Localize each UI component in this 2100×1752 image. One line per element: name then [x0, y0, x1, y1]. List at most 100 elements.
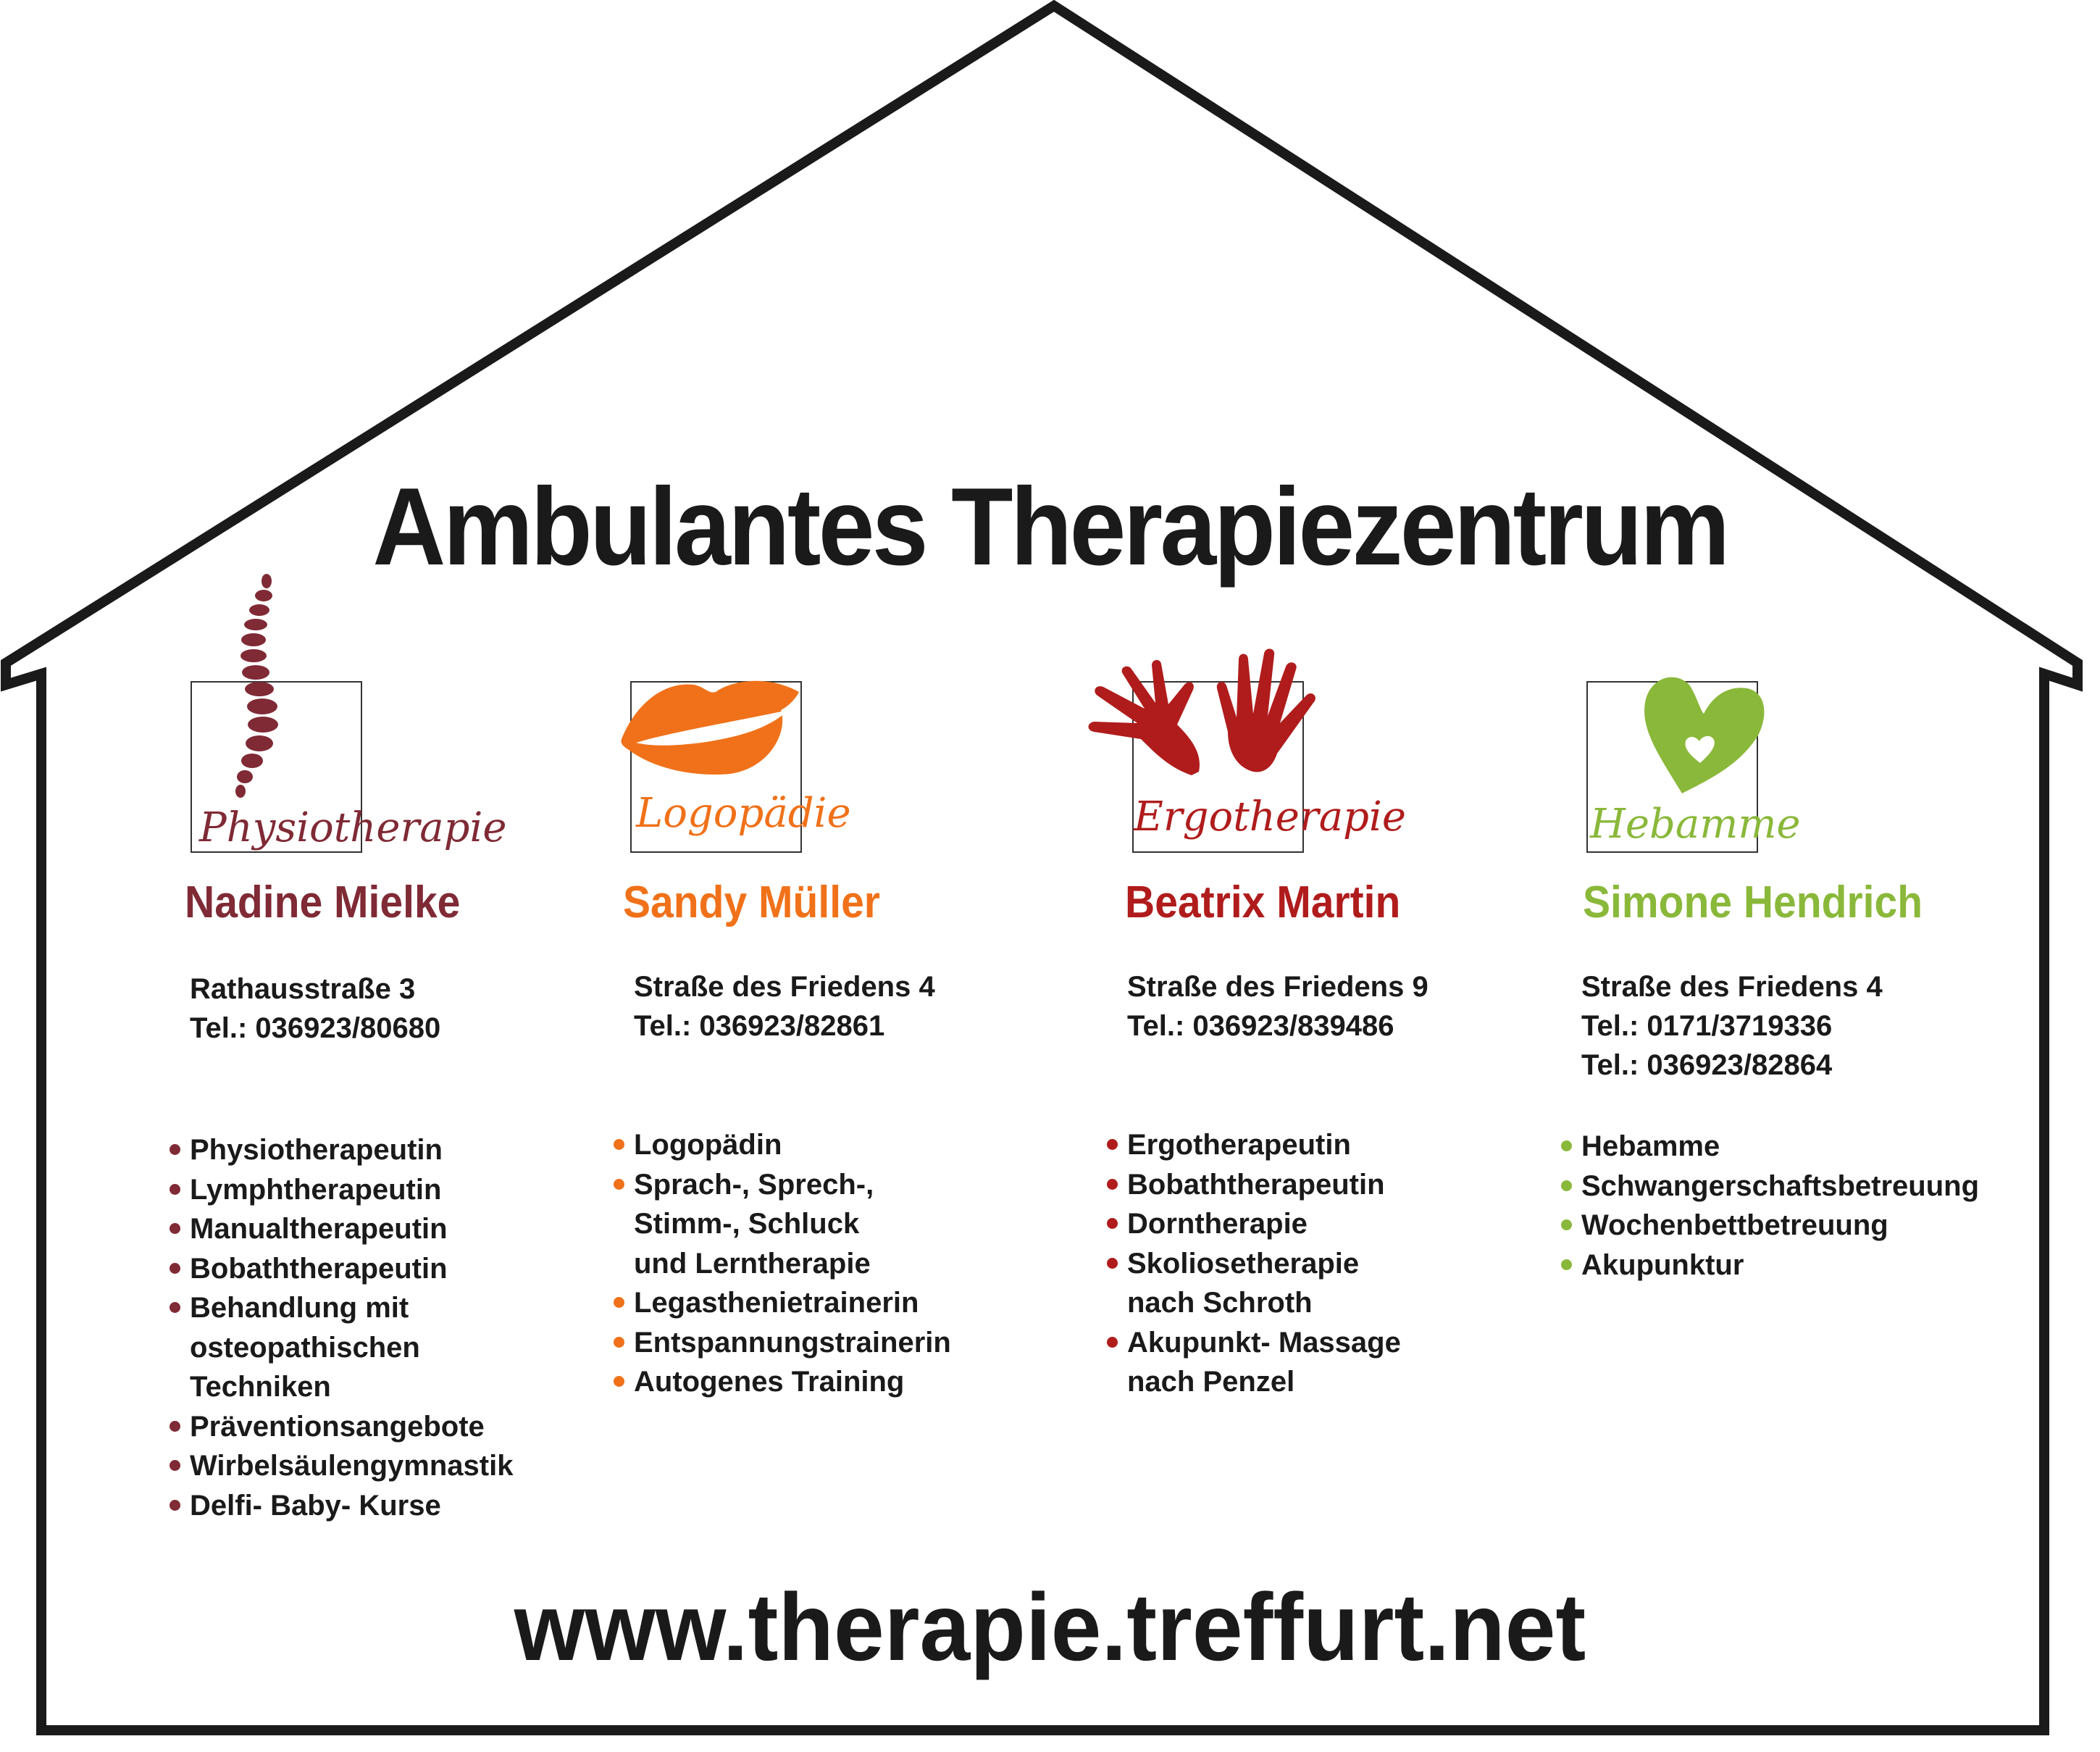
practitioner-name: Simone Hendrich: [1583, 877, 1923, 927]
service-text: Techniken: [190, 1371, 331, 1403]
logo-frame: [191, 681, 362, 853]
heart-icon: [1644, 677, 1765, 793]
page-title: Ambulantes Therapiezentrum: [372, 465, 1730, 588]
service-text: Sprach-, Sprech-,: [634, 1168, 874, 1201]
service-text: Behandlung mit: [190, 1292, 409, 1324]
logo-label: Hebamme: [1590, 801, 1801, 848]
service-text: nach Schroth: [1127, 1287, 1313, 1319]
service-text: Präventionsangebote: [190, 1410, 485, 1443]
service-item: Autogenes Training: [614, 1362, 951, 1402]
service-item: Präventionsangebote: [170, 1407, 513, 1447]
bullet-dot-icon: [1561, 1219, 1572, 1230]
logo-frame: [1132, 681, 1304, 853]
service-item: Physiotherapeutin: [170, 1130, 513, 1170]
logo-label: Physiotherapie: [199, 804, 507, 851]
phone: Tel.: 036923/82861: [634, 1010, 885, 1042]
practitioner-name: Sandy Müller: [623, 877, 881, 927]
service-text: Hebamme: [1581, 1130, 1720, 1162]
lips-icon: [621, 680, 799, 775]
service-text: und Lerntherapie: [634, 1247, 871, 1280]
contact-block: Rathausstraße 3 Tel.: 036923/80680: [190, 969, 440, 1048]
bullet-dot-icon: [1107, 1336, 1118, 1348]
phone: Tel.: 0171/3719336: [1581, 1010, 1833, 1042]
bullet-dot-icon: [614, 1376, 624, 1387]
service-text: Bobaththerapeutin: [1127, 1168, 1385, 1201]
service-item: Manualtherapeutin: [170, 1209, 513, 1249]
service-item: Delfi- Baby- Kurse: [170, 1486, 513, 1526]
bullet-dot-icon: [1107, 1218, 1118, 1229]
service-item: Logopädin: [614, 1125, 951, 1165]
website-url: www.therapie.treffurt.net: [514, 1574, 1586, 1680]
service-item: Ergotherapeutin: [1107, 1125, 1401, 1165]
address: Straße des Friedens 9: [1127, 971, 1428, 1003]
bullet-dot-icon: [614, 1297, 624, 1308]
phone: Tel.: 036923/839486: [1127, 1010, 1394, 1042]
address: Straße des Friedens 4: [1581, 971, 1883, 1003]
phone: Tel.: 036923/80680: [190, 1012, 441, 1044]
logo-label: Ergotherapie: [1134, 793, 1406, 840]
service-item: Dorntherapie: [1107, 1204, 1401, 1244]
hands-icon: [1088, 648, 1315, 775]
service-text: osteopathischen: [190, 1331, 420, 1364]
practitioner-name: Beatrix Martin: [1125, 877, 1401, 927]
service-text: Entspannungstrainerin: [634, 1326, 951, 1359]
service-text: Wochenbettbetreuung: [1581, 1209, 1888, 1241]
bullet-dot-icon: [1561, 1140, 1572, 1151]
service-text: Schwangerschaftsbetreuung: [1581, 1169, 1980, 1202]
service-text: nach Penzel: [1127, 1366, 1295, 1398]
service-text: Physiotherapeutin: [190, 1134, 443, 1166]
service-item: Wochenbettbetreuung: [1561, 1206, 1979, 1246]
bullet-dot-icon: [170, 1420, 180, 1432]
bullet-dot-icon: [1561, 1259, 1572, 1270]
service-text: Bobaththerapeutin: [190, 1252, 448, 1285]
service-item: Wirbelsäulengymnastik: [170, 1446, 514, 1486]
spine-icon: [235, 574, 278, 798]
bullet-dot-icon: [614, 1336, 624, 1348]
address: Straße des Friedens 4: [634, 971, 935, 1003]
bullet-dot-icon: [614, 1139, 624, 1150]
service-item: Schwangerschaftsbetreuung: [1561, 1167, 1980, 1206]
bullet-dot-icon: [1107, 1139, 1118, 1150]
bullet-dot-icon: [170, 1144, 180, 1155]
service-item: Lymphtherapeutin: [170, 1170, 513, 1210]
service-text: Legasthenietrainerin: [634, 1287, 919, 1319]
service-text: Wirbelsäulengymnastik: [190, 1450, 514, 1482]
service-item: Entspannungstrainerin: [614, 1323, 951, 1363]
service-text: Akupunktur: [1581, 1248, 1744, 1281]
bullet-dot-icon: [170, 1499, 180, 1511]
bullet-dot-icon: [1107, 1257, 1118, 1269]
service-item: Legasthenietrainerin: [614, 1283, 951, 1323]
service-item: Akupunktur: [1561, 1246, 1979, 1285]
service-text: Akupunkt- Massage: [1127, 1326, 1401, 1359]
logo-label: Logopädie: [636, 790, 851, 837]
service-text: Stimm-, Schluck: [634, 1208, 860, 1240]
service-item: Bobaththerapeutin: [1107, 1165, 1401, 1205]
service-text: Logopädin: [634, 1129, 782, 1161]
service-text: Delfi- Baby- Kurse: [190, 1489, 441, 1522]
service-text: Lymphtherapeutin: [190, 1173, 442, 1206]
bullet-dot-icon: [170, 1183, 180, 1195]
logo-frame: [630, 681, 802, 853]
bullet-dot-icon: [170, 1302, 180, 1313]
contact-block: Straße des Friedens 4 Tel.: 0171/3719336…: [1581, 967, 1883, 1085]
bullet-dot-icon: [170, 1223, 180, 1234]
bullet-dot-icon: [1561, 1180, 1572, 1191]
service-item: Akupunkt- Massage nach Penzel: [1107, 1323, 1401, 1402]
service-text: Manualtherapeutin: [190, 1213, 448, 1245]
practitioner-name: Nadine Mielke: [185, 877, 461, 927]
bullet-dot-icon: [170, 1262, 180, 1274]
phone: Tel.: 036923/82864: [1581, 1049, 1833, 1081]
service-text: Autogenes Training: [634, 1366, 905, 1398]
bullet-dot-icon: [1107, 1178, 1118, 1190]
service-text: Dorntherapie: [1127, 1208, 1308, 1240]
contact-block: Straße des Friedens 9 Tel.: 036923/83948…: [1127, 967, 1428, 1046]
contact-block: Straße des Friedens 4 Tel.: 036923/82861: [634, 967, 935, 1046]
service-item: Hebamme: [1561, 1127, 1979, 1167]
service-text: Ergotherapeutin: [1127, 1129, 1351, 1161]
